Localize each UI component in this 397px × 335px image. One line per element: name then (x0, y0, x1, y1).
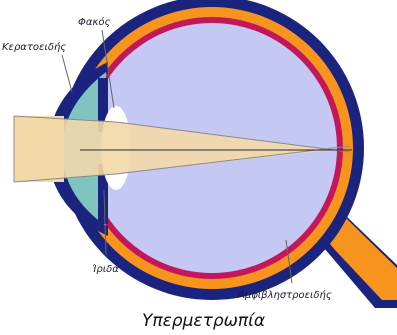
light-beam-source (14, 116, 64, 182)
diagram-caption: Υπερμετρωπία (142, 311, 265, 331)
label-retina: Αμφιβληστροειδής (237, 289, 332, 301)
label-lens: Φακός (78, 16, 110, 28)
label-iris: Ίριδα (92, 263, 119, 275)
label-cornea: Κερατοειδής (2, 41, 66, 53)
